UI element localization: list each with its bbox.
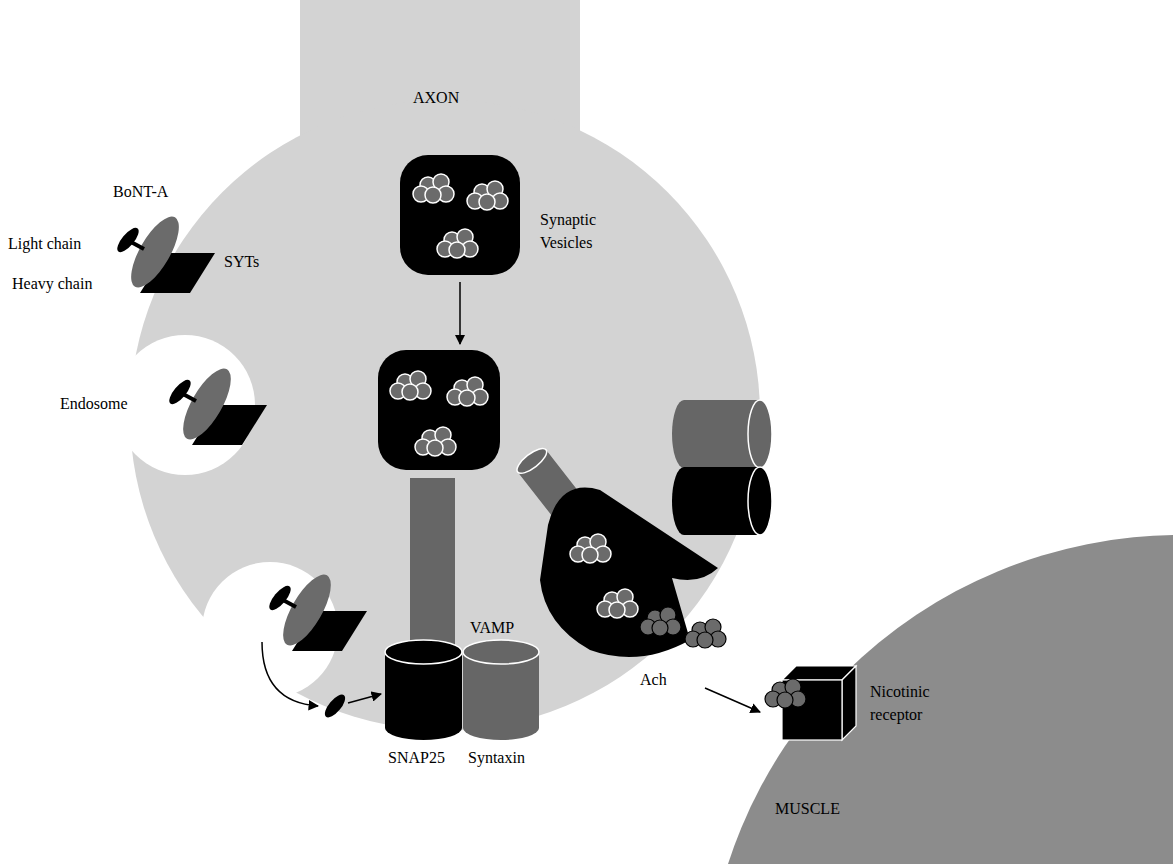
light-chain-symbol xyxy=(321,691,348,720)
node-label: AXON xyxy=(413,86,459,109)
part-label: Syntaxin xyxy=(468,746,525,769)
part-label: Ach xyxy=(640,668,667,691)
muscle-fiber: MUSCLE xyxy=(720,535,1173,864)
release-arrow xyxy=(705,688,760,712)
vesicle-symbol xyxy=(400,155,520,275)
node-label: Endosome xyxy=(60,392,128,415)
channel-cylinder-face xyxy=(748,400,772,468)
ach-cluster xyxy=(390,371,431,400)
toxin-symbol xyxy=(266,568,367,652)
channel-cylinder xyxy=(672,400,760,468)
axon-terminal xyxy=(130,100,760,730)
channel-cylinder-face xyxy=(748,467,772,535)
toxin-symbol xyxy=(166,362,267,446)
ach-cluster xyxy=(447,377,488,406)
docking-arrow xyxy=(459,282,461,344)
ach-cluster xyxy=(437,229,478,258)
part-label: BoNT-A xyxy=(113,180,168,203)
syntaxin-cylinder-top xyxy=(463,640,539,664)
ach-cluster xyxy=(415,427,456,456)
channel-cylinder xyxy=(672,467,760,535)
part-label: VAMP xyxy=(470,616,514,639)
ach-cluster xyxy=(597,589,638,618)
toxin-symbol xyxy=(114,210,215,294)
node-label: Synaptic Vesicles xyxy=(540,208,620,254)
vesicle-symbol xyxy=(378,350,500,470)
part-label: Light chain xyxy=(8,232,81,255)
axon-terminal: AXONSynaptic VesiclesEndosome xyxy=(130,0,760,730)
part-label: SNAP25 xyxy=(388,746,445,769)
snap25-cylinder xyxy=(385,652,462,740)
vesicle-group: Synaptic Vesicles xyxy=(400,150,640,280)
syntaxin-cylinder xyxy=(463,652,539,740)
snap25-cylinder-top xyxy=(385,640,462,664)
node-label: MUSCLE xyxy=(775,797,840,820)
muscle-fiber xyxy=(705,535,1173,864)
ach-cluster xyxy=(467,181,508,210)
ach-cluster xyxy=(685,619,726,648)
part-label: Heavy chain xyxy=(12,272,92,295)
ach-cluster xyxy=(413,174,454,203)
part-label: Nicotinic receptor xyxy=(870,680,950,726)
release-arrow xyxy=(262,642,318,706)
cleave-arrow xyxy=(348,694,381,703)
vamp-cylinder xyxy=(410,478,455,663)
endosome: Endosome xyxy=(55,335,255,475)
receptor-cube-side xyxy=(842,666,856,740)
ach-cluster xyxy=(765,679,806,708)
ach-cluster xyxy=(640,607,681,636)
part-label: SYTs xyxy=(224,250,259,273)
ach-cluster xyxy=(570,534,611,563)
